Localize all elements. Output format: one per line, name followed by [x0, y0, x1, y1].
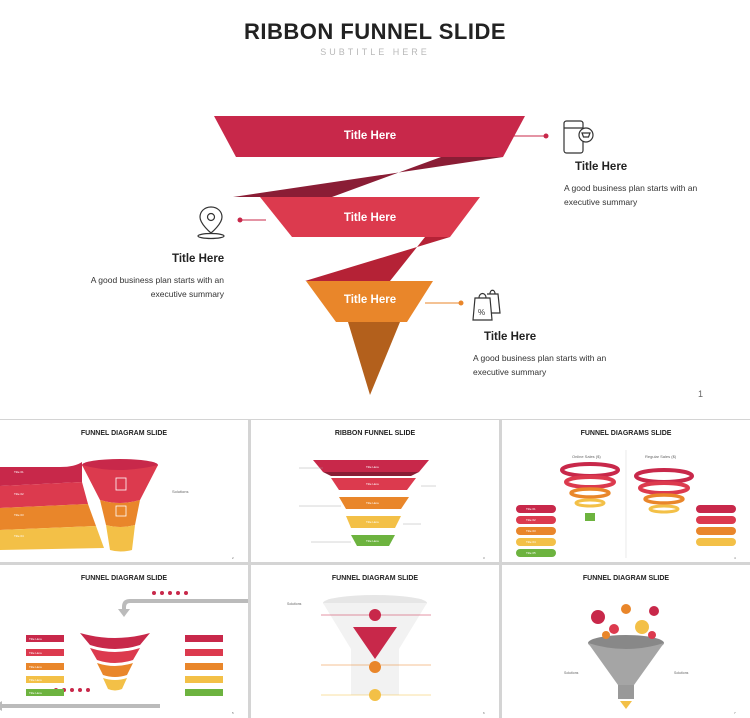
- thumb-page: 3: [483, 556, 485, 560]
- callout-3-line2: executive summary: [473, 365, 606, 379]
- thumbnail-slide-3[interactable]: RIBBON FUNNEL SLIDE Title Here Title Her…: [251, 420, 499, 562]
- funnel-band-3-label: Title Here: [310, 294, 430, 306]
- callout-1-desc: A good business plan starts with an exec…: [564, 181, 697, 209]
- callout-dot-3: [459, 301, 464, 306]
- funnel-band-1-label: Title Here: [310, 130, 430, 142]
- thumb-left-title: Online Sales ($): [572, 455, 601, 459]
- thumb-label-3: Title 03: [526, 529, 536, 533]
- callout-1-line2: executive summary: [564, 195, 697, 209]
- thumb-page: 4: [734, 556, 736, 560]
- svg-text:%: %: [478, 308, 485, 317]
- thumb-side-title: Solutions: [287, 602, 301, 606]
- thumb-label-1: Title Here: [29, 637, 42, 641]
- callout-1-title: Title Here: [575, 161, 627, 173]
- thumb-label-1: Title 01: [526, 507, 536, 511]
- thumb-label-3: Title Here: [366, 501, 379, 505]
- ribbon-fold-3: [348, 322, 400, 395]
- thumb-right-title: Regular Sales ($): [645, 455, 676, 459]
- thumb-side-title-left: Solutions: [564, 671, 578, 675]
- thumb-label-2: Title 02: [14, 492, 24, 496]
- thumb-page: 6: [483, 711, 485, 715]
- callout-2-line1: A good business plan starts with an: [90, 273, 224, 287]
- thumb-page: 2: [232, 556, 234, 560]
- callout-2-desc: A good business plan starts with an exec…: [90, 273, 224, 301]
- thumbnail-funnel-graphic: [0, 420, 248, 562]
- thumbnail-double-funnel-graphic: [502, 420, 750, 562]
- thumbnail-glass-funnel-graphic: [251, 565, 499, 718]
- thumb-label-5: Title Here: [366, 539, 379, 543]
- thumbnail-slide-4[interactable]: FUNNEL DIAGRAMS SLIDE Online Sales ($) R…: [502, 420, 750, 562]
- thumb-label-1: Title 01: [14, 470, 24, 474]
- thumb-label-3: Title 03: [14, 513, 24, 517]
- thumbnail-social-funnel-graphic: [502, 565, 750, 718]
- callout-3-title: Title Here: [484, 331, 536, 343]
- mobile-shop-icon: [564, 121, 593, 153]
- thumb-label-5: Title 05: [526, 551, 536, 555]
- callout-2-title: Title Here: [172, 253, 224, 265]
- thumb-label-4: Title Here: [366, 520, 379, 524]
- ribbon-fold-2: [305, 237, 450, 281]
- thumb-page: 7: [734, 711, 736, 715]
- ribbon-funnel-diagram: %: [0, 0, 750, 418]
- callout-3-line1: A good business plan starts with an: [473, 351, 606, 365]
- thumb-label-1: Title Here: [366, 465, 379, 469]
- callout-3-desc: A good business plan starts with an exec…: [473, 351, 606, 379]
- ribbon-fold-1: [233, 157, 503, 197]
- thumb-label-2: Title Here: [29, 651, 42, 655]
- thumb-label-4: Title Here: [29, 678, 42, 682]
- funnel-band-2-label: Title Here: [310, 212, 430, 224]
- thumb-side-title-right: Solutions: [674, 671, 688, 675]
- callout-2-line2: executive summary: [90, 287, 224, 301]
- thumb-label-4: Title 04: [14, 534, 24, 538]
- thumb-label-4: Title 04: [526, 540, 536, 544]
- callout-dot-2: [238, 218, 243, 223]
- slide-thumbnail-grid: FUNNEL DIAGRAM SLIDE Title 01 Title 02 T…: [0, 419, 750, 718]
- thumbnail-slide-7[interactable]: FUNNEL DIAGRAM SLIDE Solutions Solutions…: [502, 565, 750, 718]
- shopping-bags-icon: %: [473, 290, 500, 320]
- callout-dot-1: [544, 134, 549, 139]
- thumbnail-slide-6[interactable]: FUNNEL DIAGRAM SLIDE Solutions 6: [251, 565, 499, 718]
- page-number: 1: [698, 389, 703, 399]
- thumbnail-slide-2[interactable]: FUNNEL DIAGRAM SLIDE Title 01 Title 02 T…: [0, 420, 248, 562]
- thumb-label-2: Title 02: [526, 518, 536, 522]
- thumbnail-arrows-funnel-graphic: [0, 565, 248, 718]
- thumb-label-2: Title Here: [366, 482, 379, 486]
- thumb-label-5: Title Here: [29, 691, 42, 695]
- thumb-side-title: Solutions: [172, 490, 188, 494]
- main-slide: RIBBON FUNNEL SLIDE SUBTITLE HERE: [0, 0, 750, 418]
- thumb-label-3: Title Here: [29, 665, 42, 669]
- thumb-page: 5: [232, 711, 234, 715]
- thumbnail-slide-5[interactable]: FUNNEL DIAGRAM SLIDE Title H: [0, 565, 248, 718]
- location-pin-icon: [198, 207, 224, 239]
- callout-1-line1: A good business plan starts with an: [564, 181, 697, 195]
